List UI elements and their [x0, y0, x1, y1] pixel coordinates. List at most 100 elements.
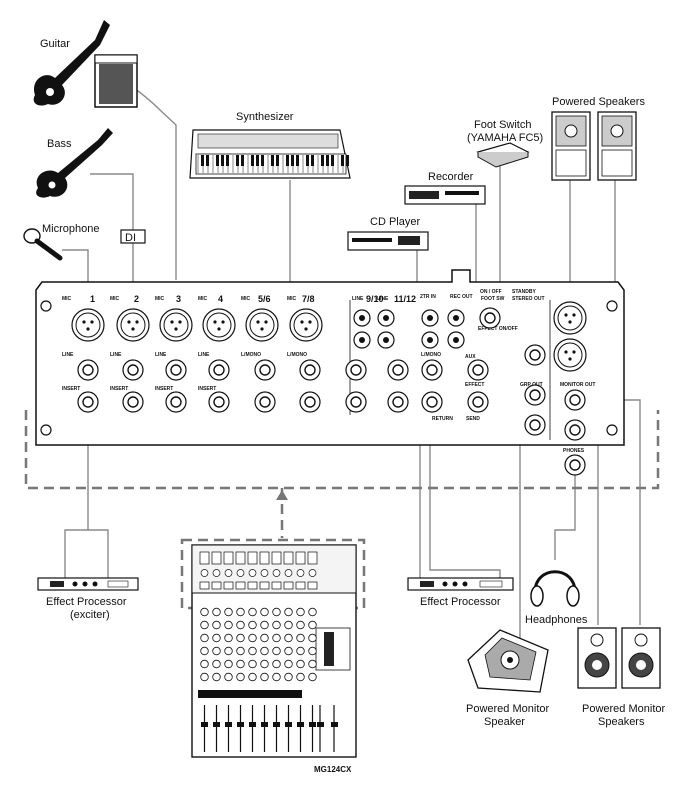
phone-jack-10 [299, 359, 321, 381]
powered-monitor-speaker-label-2: Speaker [484, 716, 525, 728]
guitar-label: Guitar [40, 38, 70, 50]
svg-text:L/MONO: L/MONO [287, 352, 307, 358]
svg-text:LINE: LINE [62, 352, 74, 358]
phone-jack-26 [564, 454, 586, 476]
svg-text:RETURN: RETURN [432, 416, 453, 422]
svg-text:INSERT: INSERT [198, 386, 216, 392]
powered-monitor-speakers-label-1: Powered Monitor [582, 703, 665, 715]
effect-processor-icon [407, 577, 514, 591]
microphone-label: Microphone [42, 223, 99, 235]
headphones-icon [530, 570, 580, 607]
phone-jack-23 [524, 414, 546, 436]
effect-processor-exciter-icon [37, 577, 139, 591]
svg-text:LINE: LINE [352, 296, 364, 302]
svg-text:LINE: LINE [198, 352, 210, 358]
phone-jack-24 [564, 389, 586, 411]
phone-jack-17 [421, 359, 443, 381]
bass-icon [36, 128, 113, 198]
exciter-label: (exciter) [70, 609, 110, 621]
phone-jack-8 [208, 391, 230, 413]
powered-speaker-left-icon [551, 111, 591, 181]
phone-jacks [77, 307, 586, 476]
svg-text:LINE: LINE [377, 296, 389, 302]
di-box-icon [120, 229, 146, 244]
phone-jack-14 [387, 359, 409, 381]
phone-jack-2 [122, 359, 144, 381]
phone-jack-12 [299, 391, 321, 413]
rca-jack-4 [377, 331, 395, 349]
svg-text:2TR IN: 2TR IN [420, 294, 436, 300]
guitar-icon [33, 20, 110, 106]
svg-text:ON / OFF: ON / OFF [480, 289, 502, 295]
xlr-input-1 [71, 308, 105, 342]
phone-jack-27 [479, 307, 501, 329]
powered-monitor-speaker-right-icon [621, 627, 661, 689]
powered-monitor-speakers-label-2: Speakers [598, 716, 645, 728]
rca-jack-8 [447, 331, 465, 349]
phone-jack-25 [564, 419, 586, 441]
svg-text:SEND: SEND [466, 416, 480, 422]
foot-switch-icon [476, 142, 530, 168]
effect-processor-exciter-label: Effect Processor [46, 596, 127, 608]
powered-monitor-wedge-icon [467, 629, 549, 693]
mixer-top-view [191, 544, 357, 758]
svg-text:REC OUT: REC OUT [450, 294, 473, 300]
phone-jack-1 [77, 359, 99, 381]
microphone-icon [23, 228, 63, 261]
phone-jack-4 [208, 359, 230, 381]
phone-jack-20 [467, 391, 489, 413]
svg-text:LINE: LINE [110, 352, 122, 358]
svg-text:EFFECT: EFFECT [465, 382, 484, 388]
powered-monitor-speaker-left-icon [577, 627, 617, 689]
svg-text:STEREO OUT: STEREO OUT [512, 296, 545, 302]
di-label: DI [125, 232, 136, 244]
xlr-input-4 [202, 308, 236, 342]
phone-jack-6 [122, 391, 144, 413]
channel-labels: MIC 1 MIC 2 MIC 3 MIC 4 MIC 5/6 MIC 7/8 … [62, 289, 545, 304]
phone-jack-5 [77, 391, 99, 413]
svg-text:FOOT SW: FOOT SW [481, 296, 505, 302]
phone-jack-21 [524, 344, 546, 366]
svg-text:L/MONO: L/MONO [421, 352, 441, 358]
recorder-icon [404, 185, 486, 205]
phone-jack-7 [165, 391, 187, 413]
xlr-input-5 [245, 308, 279, 342]
svg-text:AUX: AUX [465, 354, 476, 360]
foot-switch-model-label: (YAMAHA FC5) [467, 132, 543, 144]
rca-jack-7 [421, 331, 439, 349]
cd-player-icon [347, 231, 429, 251]
svg-text:MIC: MIC [198, 296, 208, 302]
xlr-input-3 [159, 308, 193, 342]
svg-text:MIC: MIC [62, 296, 72, 302]
phone-jack-18 [421, 391, 443, 413]
phone-jack-19 [467, 359, 489, 381]
channel-11-12-label: 11/12 [394, 294, 416, 304]
phone-jack-3 [165, 359, 187, 381]
panel-row-labels: LINE LINE LINE LINE L/MONO L/MONO INSERT… [62, 326, 595, 454]
mixer-model-label: MG124CX [314, 765, 352, 774]
headphones-label: Headphones [525, 614, 588, 626]
cd-player-label: CD Player [370, 216, 420, 228]
channel-4-label: 4 [218, 294, 223, 304]
channel-1-label: 1 [90, 294, 95, 304]
svg-text:MIC: MIC [155, 296, 165, 302]
xlr-input-2 [116, 308, 150, 342]
synthesizer-icon [189, 129, 351, 179]
powered-speaker-right-icon [597, 111, 637, 181]
powered-speakers-label: Powered Speakers [552, 96, 645, 108]
stereo-out-xlr-1 [553, 301, 587, 335]
guitar-amp-icon [94, 54, 138, 108]
svg-text:MIC: MIC [110, 296, 120, 302]
effect-processor-label: Effect Processor [420, 596, 501, 608]
svg-text:INSERT: INSERT [110, 386, 128, 392]
rca-jack-5 [421, 309, 439, 327]
phone-jack-11 [254, 391, 276, 413]
phone-jack-9 [254, 359, 276, 381]
svg-text:GRP OUT: GRP OUT [520, 382, 543, 388]
svg-text:MONITOR OUT: MONITOR OUT [560, 382, 595, 388]
powered-monitor-speaker-label-1: Powered Monitor [466, 703, 549, 715]
svg-text:LINE: LINE [155, 352, 167, 358]
rca-jack-1 [353, 309, 371, 327]
synthesizer-label: Synthesizer [236, 111, 294, 123]
stereo-out-xlr-2 [553, 338, 587, 372]
